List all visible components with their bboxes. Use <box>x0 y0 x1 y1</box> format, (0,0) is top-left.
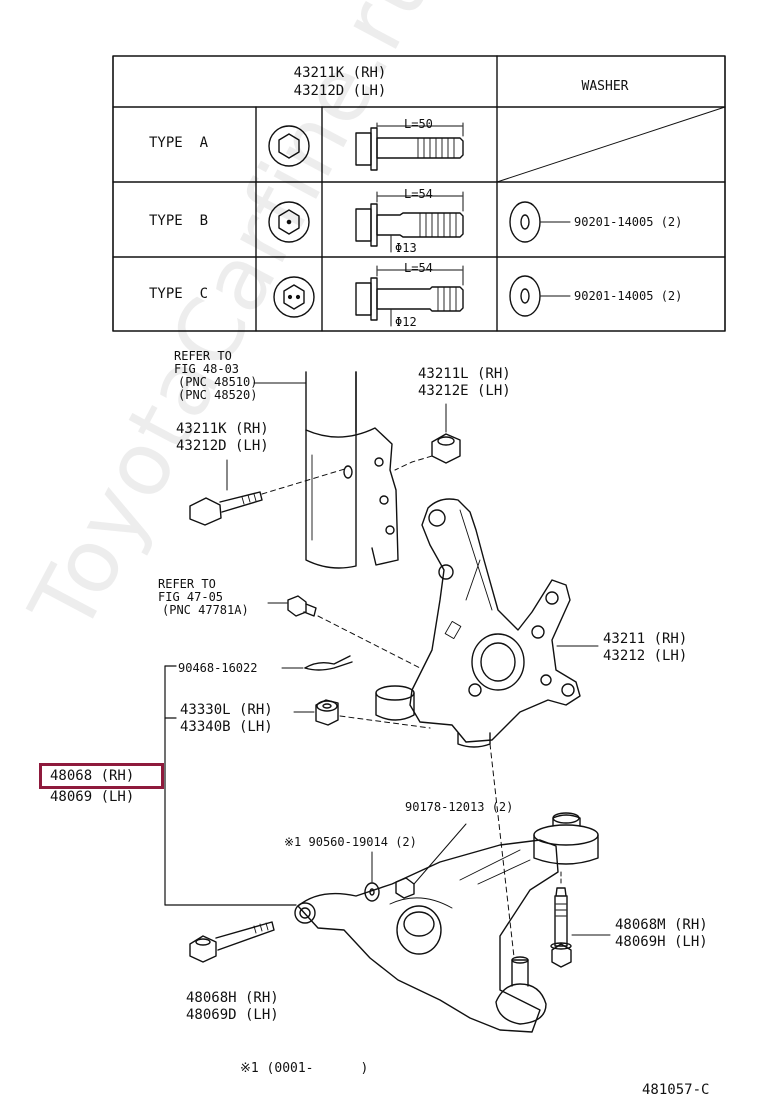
refer-48-line2: FIG 48-03 <box>174 362 240 376</box>
footnote: ※1 (0001- ) <box>240 1061 369 1076</box>
arm-lh-part[interactable]: 48069 (LH) <box>50 789 135 805</box>
bolt-head-type-c-icon <box>273 276 315 318</box>
washer-type-c-icon <box>509 275 571 317</box>
refer-48-line4: (PNC 48520) <box>178 388 258 402</box>
row-type-c-washer-part: 90201-14005 (2) <box>574 289 683 303</box>
lower-control-arm-drawing <box>294 743 599 1033</box>
refer-47-line1: REFER TO <box>158 577 216 591</box>
refer-48-line1: REFER TO <box>174 349 232 363</box>
row-type-a-label: TYPE A <box>149 135 209 151</box>
row-type-b-diameter: Φ13 <box>395 241 417 255</box>
castle-nut-drawing <box>293 699 431 729</box>
highlight-box <box>39 763 164 789</box>
table-header-washer: WASHER <box>581 79 629 94</box>
table-header-bolt-lh: 43212D (LH) <box>293 83 387 99</box>
arm-front-bolt-drawing <box>189 921 275 963</box>
strut-nut-drawing <box>394 403 461 471</box>
left-bolt-rh: 43211K (RH) <box>176 421 269 437</box>
row-type-c-length: L=54 <box>404 261 433 275</box>
rear-bolt-lh: 48069H (LH) <box>615 934 708 950</box>
arm-bolt-washer-drawing <box>364 823 467 902</box>
sensor-bolt-drawing <box>267 595 421 669</box>
steering-knuckle-drawing <box>375 498 599 748</box>
assembly-bracket <box>164 665 297 906</box>
nut-lh: 43340B (LH) <box>180 719 273 735</box>
row-type-c-diameter: Φ12 <box>395 315 417 329</box>
left-bolt-lh: 43212D (LH) <box>176 438 269 454</box>
bolt-head-type-b-icon <box>268 201 310 243</box>
cotter-pin-drawing <box>281 655 353 671</box>
front-bolt-rh: 48068H (RH) <box>186 990 279 1006</box>
diagram-code: 481057-C <box>642 1082 710 1098</box>
strut-bracket-drawing <box>305 371 399 569</box>
bolt-side-type-c-icon <box>355 265 464 327</box>
washer-type-b-icon <box>509 201 571 243</box>
cotter-pin-part: 90468-16022 <box>178 661 258 675</box>
arm-rh-part[interactable]: 48068 (RH) <box>50 768 135 784</box>
row-type-c-label: TYPE C <box>149 286 209 302</box>
rear-bolt-rh: 48068M (RH) <box>615 917 708 933</box>
washer-bolt-part: 90178-12013 (2) <box>405 800 514 814</box>
row-type-a-length: L=50 <box>404 117 433 131</box>
top-bolt-lh: 43212E (LH) <box>418 383 511 399</box>
knuckle-rh: 43211 (RH) <box>603 631 688 647</box>
refer-47-line3: (PNC 47781A) <box>162 603 249 617</box>
front-bolt-lh: 48069D (LH) <box>186 1007 279 1023</box>
arm-rear-bolt-drawing <box>550 871 611 968</box>
strut-bolt-drawing <box>189 467 349 526</box>
nut-rh: 43330L (RH) <box>180 702 273 718</box>
row-type-b-label: TYPE B <box>149 213 209 229</box>
table-header-bolt-rh: 43211K (RH) <box>293 65 387 81</box>
row-type-b-length: L=54 <box>404 187 433 201</box>
refer-48-line3: (PNC 48510) <box>178 375 258 389</box>
bolt-side-type-a-icon <box>355 122 464 171</box>
row-type-b-washer-part: 90201-14005 (2) <box>574 215 683 229</box>
bolt-side-type-b-icon <box>355 191 464 253</box>
spec-table-grid <box>112 55 726 332</box>
knuckle-lh: 43212 (LH) <box>603 648 688 664</box>
refer-47-line2: FIG 47-05 <box>158 590 224 604</box>
bolt-head-type-a-icon <box>268 125 310 167</box>
top-bolt-rh: 43211L (RH) <box>418 366 511 382</box>
marked-part: ※1 90560-19014 (2) <box>284 835 417 849</box>
